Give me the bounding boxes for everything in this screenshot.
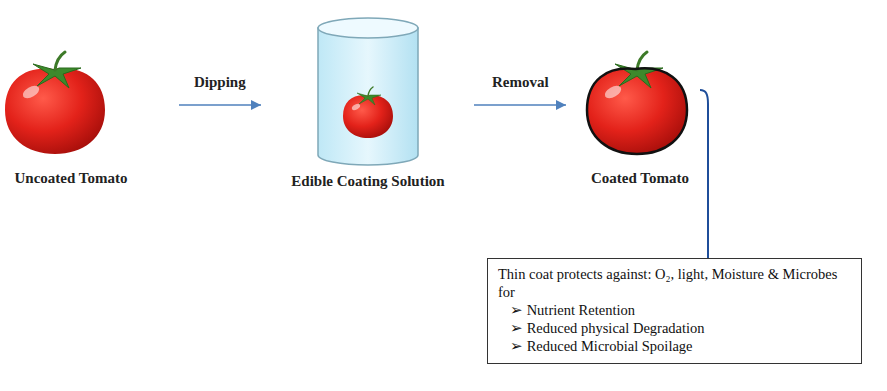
- bullet-item: ➢ Reduced Microbial Spoilage: [510, 337, 851, 355]
- item-label: Coated Tomato: [580, 170, 700, 187]
- item-label: Edible Coating Solution: [279, 173, 457, 190]
- arrow-label: Dipping: [192, 74, 248, 91]
- arrow-head: [251, 100, 261, 110]
- note-text: Thin coat protects against: O₂, light, M…: [498, 265, 851, 301]
- coated-tomato: [587, 52, 687, 154]
- bullet-item: ➢ Nutrient Retention: [510, 301, 851, 319]
- note-box: Thin coat protects against: O₂, light, M…: [487, 258, 862, 364]
- coating-beaker: [318, 18, 418, 165]
- beaker-node: Edible Coating Solution: [279, 15, 457, 190]
- item-label: Uncoated Tomato: [3, 170, 139, 187]
- tomato-node: Coated Tomato: [580, 58, 700, 187]
- process-arrow: [474, 100, 566, 110]
- connector-line: [179, 104, 261, 106]
- bullet-item: ➢ Reduced physical Degradation: [510, 319, 851, 337]
- callout-line: [700, 90, 708, 258]
- arrow-head: [556, 100, 566, 110]
- uncoated-tomato: [5, 52, 105, 154]
- arrow-label: Removal: [490, 74, 551, 91]
- connector-line: [474, 104, 566, 106]
- tomato-node: Uncoated Tomato: [3, 58, 139, 187]
- process-arrow: [179, 100, 261, 110]
- connector-line: [700, 90, 708, 258]
